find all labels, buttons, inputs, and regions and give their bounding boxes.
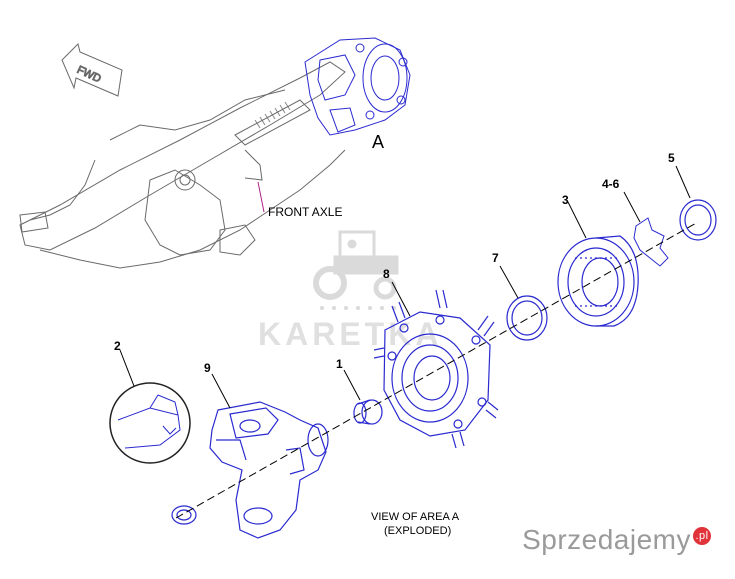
watermark-text: KARETKA bbox=[258, 316, 442, 352]
detail-circle-part-2 bbox=[109, 382, 191, 464]
site-brand-text: Sprzedajemy bbox=[522, 524, 691, 555]
callout-8-leader bbox=[391, 281, 411, 317]
callout-7: 7 bbox=[492, 251, 499, 265]
part-1-bushing bbox=[353, 399, 383, 425]
callout-8: 8 bbox=[383, 267, 390, 281]
top-hub-assembly bbox=[304, 37, 411, 136]
part-5-ring bbox=[679, 199, 717, 241]
callout-9-leader bbox=[211, 373, 231, 409]
callout-1: 1 bbox=[336, 357, 343, 371]
view-caption-line1: VIEW OF AREA A bbox=[371, 511, 460, 523]
callout-5: 5 bbox=[668, 151, 675, 165]
front-axle-assembly bbox=[19, 61, 346, 269]
callout-5-leader bbox=[675, 165, 691, 199]
tractor-watermark-icon bbox=[313, 230, 399, 300]
site-brand-watermark: Sprzedajemy.pl bbox=[522, 524, 711, 556]
part-3-bearing bbox=[557, 235, 639, 327]
front-axle-label: FRONT AXLE bbox=[268, 205, 342, 219]
front-axle-leader bbox=[257, 181, 265, 213]
forward-arrow-icon: FWD bbox=[61, 43, 123, 97]
view-caption-line2: (EXPLODED) bbox=[384, 525, 451, 537]
callout-3-leader bbox=[567, 201, 587, 239]
callout-2-leader bbox=[119, 349, 135, 387]
part-7-seal bbox=[506, 295, 548, 341]
callout-4-6-leader bbox=[623, 191, 641, 223]
area-a-label: A bbox=[372, 132, 384, 152]
assembly-axis-line bbox=[175, 221, 699, 519]
callout-2: 2 bbox=[114, 339, 121, 353]
part-2-seal bbox=[171, 505, 197, 525]
site-brand-suffix: .pl bbox=[693, 526, 711, 545]
part-8-hub bbox=[373, 289, 499, 449]
callout-1-leader bbox=[343, 369, 361, 401]
callout-3: 3 bbox=[562, 193, 569, 207]
callout-7-leader bbox=[499, 265, 519, 299]
part-9-knuckle bbox=[209, 401, 329, 539]
callout-9: 9 bbox=[204, 361, 211, 375]
watermark: KARETKA bbox=[258, 230, 442, 352]
callout-4-6: 4-6 bbox=[602, 177, 620, 191]
watermark-dots bbox=[320, 306, 396, 310]
part-4-6-lockwasher bbox=[633, 217, 669, 267]
